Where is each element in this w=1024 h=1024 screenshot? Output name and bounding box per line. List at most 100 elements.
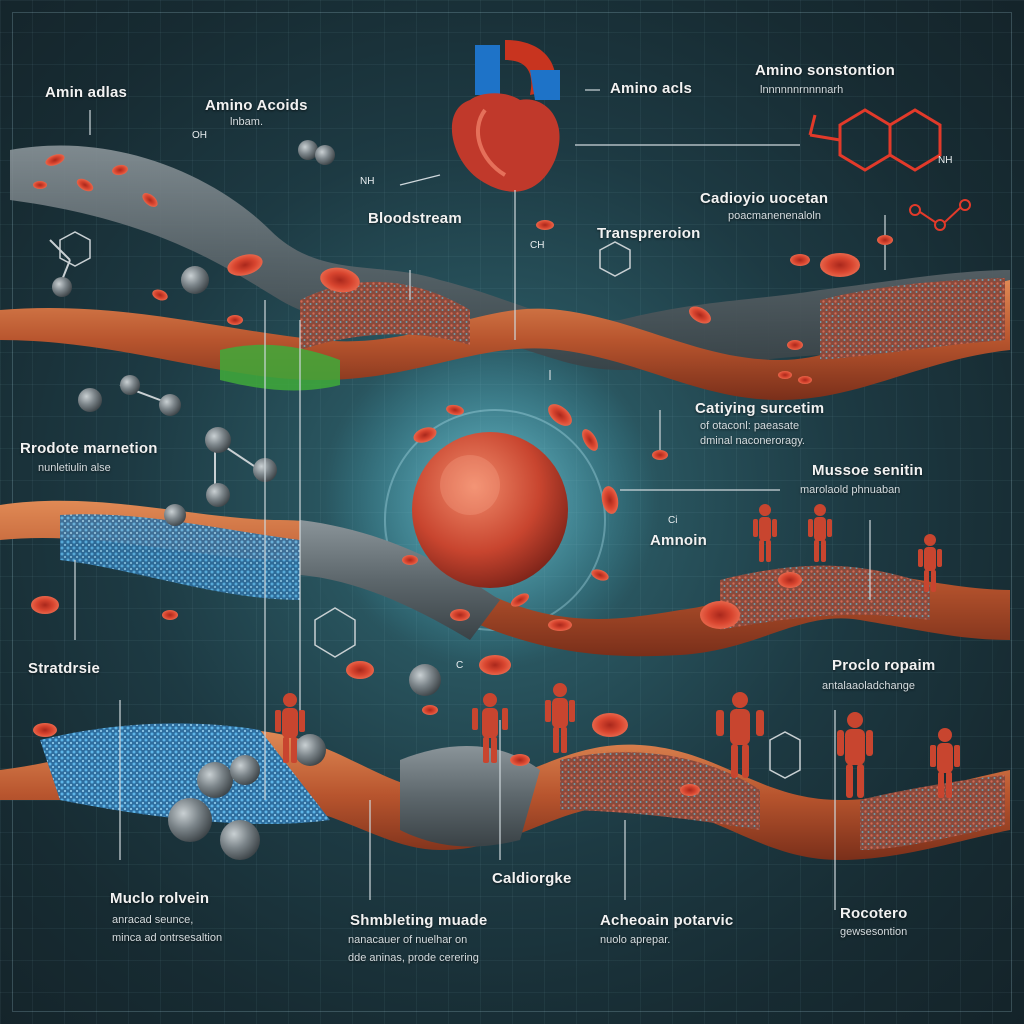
label-cardiovascular-sub: poacmanenenaloln [728, 210, 821, 222]
red-blood-cell [33, 723, 57, 737]
label-muscle-protein-sub2: minca ad ontrsesaltion [112, 932, 223, 944]
red-blood-cell [798, 376, 812, 384]
red-blood-cell [820, 253, 860, 277]
atom [78, 388, 102, 412]
atom [164, 504, 186, 526]
chem-ci: Ci [668, 515, 678, 526]
atom [52, 277, 72, 297]
annotation-lines [74, 89, 886, 910]
label-carrying-system-sub1: of otaconl: paeasate [700, 420, 800, 432]
red-blood-cell [510, 593, 530, 607]
hex-molecules [59, 231, 801, 779]
red-blood-cell [601, 486, 619, 514]
label-cardiologie: Caldiorgke [492, 870, 572, 887]
red-blood-cell [592, 713, 628, 737]
atom [181, 266, 209, 294]
muscle-figures [275, 504, 960, 798]
red-blood-cell [76, 178, 94, 192]
label-carrying-system: Catiying surcetim [695, 400, 825, 417]
red-blood-cell [652, 450, 668, 460]
red-blood-cell [548, 404, 572, 426]
bottom-blue-tissue [40, 723, 330, 824]
label-amino-conversion: Amino sonstontion [755, 62, 896, 79]
atom [206, 483, 230, 507]
atom-large [230, 755, 260, 785]
red-blood-cell [227, 254, 263, 276]
atom-large [409, 664, 441, 696]
label-activation: Acheoain potarvic [600, 912, 734, 929]
label-carrying-system-sub2: dminal naconeroragy. [700, 435, 805, 447]
red-blood-cell [790, 254, 810, 266]
red-blood-cell [510, 754, 530, 766]
bottom-vessel [400, 746, 540, 847]
atom [159, 394, 181, 416]
red-blood-cell [402, 555, 418, 565]
red-blood-cell [142, 193, 158, 207]
atom [205, 427, 231, 453]
label-transportation: Transpreroion [597, 225, 701, 242]
label-production: Rrodote marnetion [20, 440, 158, 457]
red-blood-cell [479, 655, 511, 675]
red-blood-cell [446, 404, 464, 416]
label-recovery: Rocotero [840, 905, 908, 922]
red-blood-cell [680, 784, 700, 796]
atom [120, 375, 140, 395]
atom-large [197, 762, 233, 798]
red-blood-cell [582, 429, 598, 451]
central-cell [412, 432, 568, 588]
atom [298, 140, 318, 160]
red-blood-cell [152, 289, 168, 301]
atom-large [220, 820, 260, 860]
label-bloodstream: Bloodstream [368, 210, 462, 227]
label-amino-acids-right: Amino acls [610, 80, 693, 97]
middle-vessel [300, 520, 500, 640]
chem-nh-right: NH [938, 155, 953, 166]
label-muscle-system: Mussoe senitin [812, 462, 924, 479]
molecule-right-chain [909, 199, 971, 231]
red-blood-cell [591, 569, 609, 581]
chem-c: C [456, 660, 464, 671]
label-amino-mid: Amnoin [650, 532, 708, 549]
central-cell-highlight [440, 455, 500, 515]
label-amino-acids-left: Amino Acoids [205, 97, 308, 114]
label-structure: Stratdrsie [28, 660, 101, 677]
red-blood-cell [877, 235, 893, 245]
red-blood-cell [689, 306, 711, 324]
upper-vessel [10, 145, 1010, 370]
middle-blue-tissue [60, 514, 300, 600]
red-blood-cell [320, 267, 360, 293]
heart [451, 40, 560, 192]
label-cardiovascular: Cadioyio uocetan [700, 190, 829, 207]
red-blood-cell [31, 596, 59, 614]
label-activation-sub: nuolo aprepar. [600, 934, 671, 946]
red-blood-cell [227, 315, 243, 325]
red-blood-cell [346, 661, 374, 679]
red-blood-cell [33, 181, 47, 189]
bottom-granules [560, 752, 760, 830]
label-stimulating-muscle-sub1: nanacauer of nuelhar on [348, 934, 468, 946]
label-muscle-protein: Muclo rolvein [110, 890, 210, 907]
upper-right-granules [820, 278, 1005, 360]
red-blood-cell [787, 340, 803, 350]
red-blood-cell [413, 427, 437, 443]
label-muscle-system-sub: marolaold phnuaban [800, 484, 901, 496]
atom-large [294, 734, 326, 766]
chem-oh: OH [192, 130, 207, 141]
label-muscle-protein-sub1: anracad seunce, [112, 914, 194, 926]
bottom-right-granules [860, 775, 1005, 850]
red-blood-cell [778, 371, 792, 379]
red-blood-cell [778, 572, 802, 588]
green-tissue [220, 344, 340, 391]
upper-cell-granules [300, 281, 470, 350]
red-blood-cell [548, 619, 572, 631]
chem-nh-left: NH [360, 176, 375, 187]
label-amino-acids-left-sub: lnbam. [230, 116, 264, 128]
label-protein-repair-sub: antalaaoladchange [822, 680, 915, 692]
red-blood-cell [536, 220, 554, 230]
label-protein-repair: Proclo ropaim [832, 657, 936, 674]
red-blood-cell [112, 164, 128, 176]
red-blood-cell [450, 609, 470, 621]
label-stimulating-muscle-sub2: dde aninas, prode cerering [348, 952, 479, 964]
